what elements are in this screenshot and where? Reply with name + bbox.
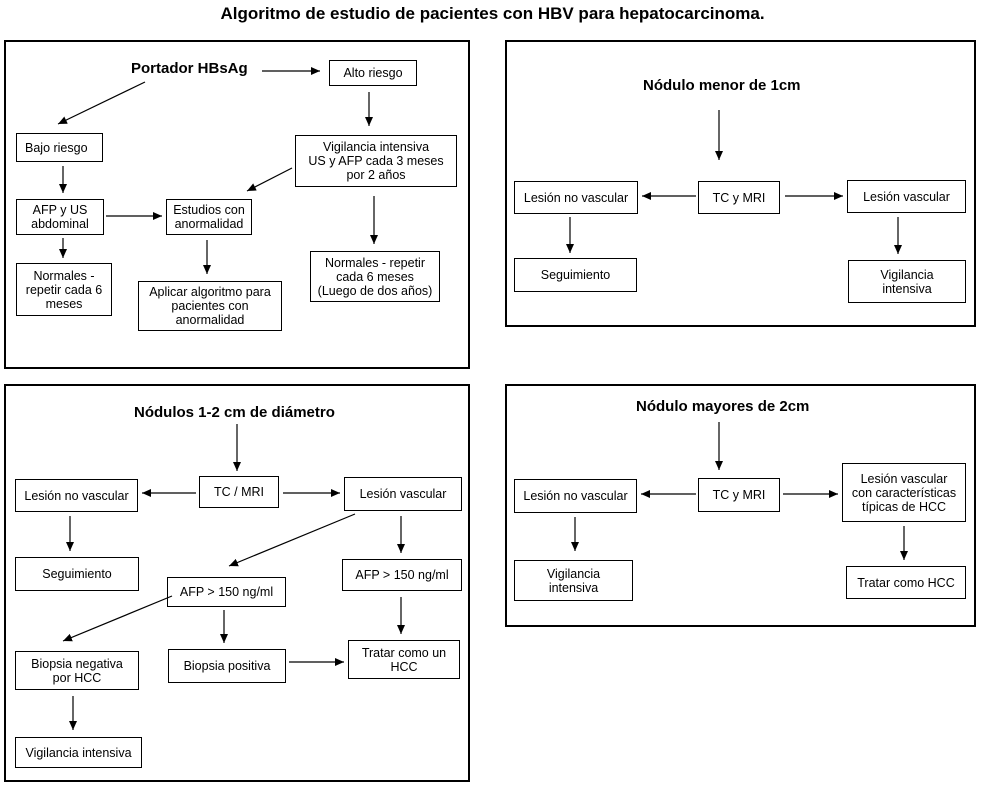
panel-portador-title: Portador HBsAg: [131, 60, 248, 77]
vigilancia-intensiva-box: Vigilancia intensiva US y AFP cada 3 mes…: [295, 135, 457, 187]
afp-150-left-box: AFP > 150 ng/ml: [167, 577, 286, 607]
panel-nodulos-1-2cm: [4, 384, 470, 782]
lesion-vascular-box: Lesión vascular: [847, 180, 966, 213]
lesion-no-vascular-box: Lesión no vascular: [15, 479, 138, 512]
normales-luego-dos-anos-box: Normales - repetir cada 6 meses (Luego d…: [310, 251, 440, 302]
seguimiento-box: Seguimiento: [514, 258, 637, 292]
arrow: [57, 81, 146, 125]
panel-nodulo-menor-1cm-title: Nódulo menor de 1cm: [643, 77, 801, 94]
vigilancia-intensiva-box: Vigilancia intensiva: [15, 737, 142, 768]
panel-portador: [4, 40, 470, 369]
tc-y-mri-box: TC y MRI: [698, 478, 780, 512]
panel-nodulos-1-2cm-title: Nódulos 1-2 cm de diámetro: [134, 404, 335, 421]
tc-y-mri-box: TC y MRI: [698, 181, 780, 214]
aplicar-algoritmo-box: Aplicar algoritmo para pacientes con ano…: [138, 281, 282, 331]
seguimiento-box: Seguimiento: [15, 557, 139, 591]
arrow: [228, 513, 356, 567]
vigilancia-intensiva-box: Vigilancia intensiva: [848, 260, 966, 303]
biopsia-negativa-box: Biopsia negativa por HCC: [15, 651, 139, 690]
lesion-vascular-box: Lesión vascular: [344, 477, 462, 511]
alto-riesgo-box: Alto riesgo: [329, 60, 417, 86]
lesion-no-vascular-box: Lesión no vascular: [514, 479, 637, 513]
arrow: [62, 595, 173, 642]
estudios-anormalidad-box: Estudios con anormalidad: [166, 199, 252, 235]
afp-150-right-box: AFP > 150 ng/ml: [342, 559, 462, 591]
afp-us-abdominal-box: AFP y US abdominal: [16, 199, 104, 235]
panel-nodulo-mayores-2cm: [505, 384, 976, 627]
tc-mri-box: TC / MRI: [199, 476, 279, 508]
lesion-no-vascular-box: Lesión no vascular: [514, 181, 638, 214]
arrow: [246, 167, 293, 192]
page-title: Algoritmo de estudio de pacientes con HB…: [220, 4, 765, 23]
lesion-vascular-hcc-box: Lesión vascular con características típi…: [842, 463, 966, 522]
panel-nodulo-menor-1cm: [505, 40, 976, 327]
normales-repetir-6-box: Normales - repetir cada 6 meses: [16, 263, 112, 316]
biopsia-positiva-box: Biopsia positiva: [168, 649, 286, 683]
bajo-riesgo-box: Bajo riesgo: [16, 133, 103, 162]
tratar-como-hcc-box: Tratar como HCC: [846, 566, 966, 599]
panel-nodulo-mayores-2cm-title: Nódulo mayores de 2cm: [636, 398, 810, 415]
vigilancia-intensiva-box: Vigilancia intensiva: [514, 560, 633, 601]
tratar-como-un-hcc-box: Tratar como un HCC: [348, 640, 460, 679]
